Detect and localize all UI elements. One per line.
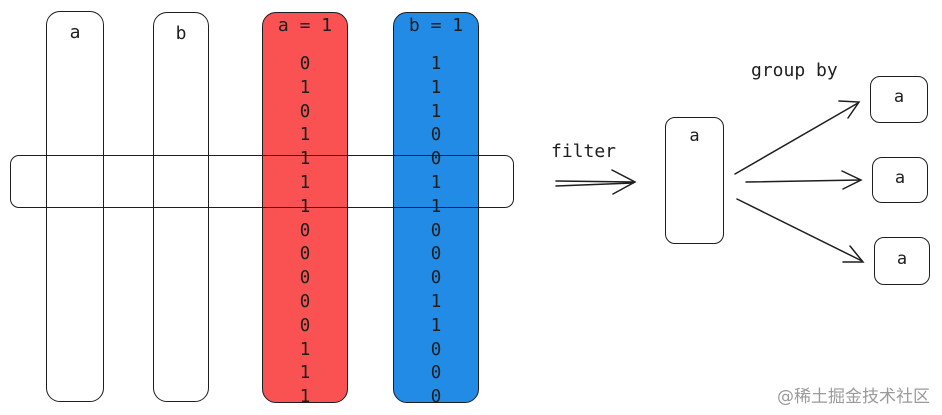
bit-value: 1: [299, 363, 311, 384]
bit-value: 0: [430, 268, 442, 289]
column-a-eq-1-bits: 0 1 0 1 1 1 1 0 0 0 0 0 1 1 1: [263, 53, 347, 410]
group-box: a: [872, 157, 928, 203]
group-arrow-icon: [736, 198, 865, 263]
column-a-eq-1-header: a = 1: [277, 15, 333, 36]
bit-value: 1: [299, 387, 311, 408]
filtered-column-label: a: [689, 126, 700, 146]
bit-value: 0: [299, 220, 311, 241]
bit-value: 1: [430, 54, 442, 74]
bit-value: 0: [299, 101, 311, 122]
filtered-column-box: a: [665, 117, 724, 244]
bit-value: 0: [430, 363, 442, 384]
group-by-label: group by: [751, 60, 838, 81]
bit-value: 1: [430, 315, 442, 336]
bit-value: 0: [299, 268, 311, 289]
bit-value: 0: [430, 244, 442, 265]
bit-value: 1: [299, 196, 311, 217]
group-box: a: [874, 237, 930, 285]
column-b-eq-1-header: b = 1: [408, 15, 464, 36]
bit-value: 0: [299, 291, 311, 312]
bit-value: 0: [430, 220, 442, 241]
group-arrow-icon: [745, 170, 863, 190]
bit-value: 1: [430, 101, 442, 122]
bit-value: 0: [299, 315, 311, 336]
column-b-eq-1-bits: 1 1 1 0 0 1 1 0 0 0 1 1 0 0 0: [394, 53, 478, 410]
bit-value: 0: [299, 244, 311, 265]
group-box: a: [870, 76, 928, 123]
bit-value: 1: [430, 196, 442, 217]
bit-value: 0: [430, 387, 442, 408]
row-selection-band: [10, 155, 514, 208]
bit-value: 0: [299, 54, 311, 74]
column-a-eq-1-bitmap: a = 1 0 1 0 1 1 1 1 0 0 0 0 0 1 1 1: [262, 12, 348, 407]
bit-value: 0: [430, 149, 442, 170]
bit-value: 1: [430, 291, 442, 312]
watermark: @稀土掘金技术社区: [777, 387, 930, 407]
bit-value: 1: [430, 172, 442, 193]
bit-value: 0: [430, 339, 442, 360]
bit-value: 1: [299, 339, 311, 360]
group-box-label: a: [896, 249, 908, 269]
bit-value: 1: [299, 125, 311, 146]
filter-arrow-icon: [555, 169, 637, 195]
bit-value: 1: [299, 77, 311, 98]
bit-value: 0: [430, 125, 442, 146]
bit-value: 1: [299, 149, 311, 170]
bit-value: 1: [299, 172, 311, 193]
bit-value: 1: [430, 77, 442, 98]
column-a-header: a: [69, 22, 81, 43]
filter-label: filter: [551, 141, 617, 162]
column-a: a: [46, 11, 104, 402]
group-arrow-icon: [734, 100, 861, 175]
group-box-label: a: [894, 168, 906, 188]
group-box-label: a: [893, 87, 905, 107]
column-b-header: b: [175, 23, 187, 44]
